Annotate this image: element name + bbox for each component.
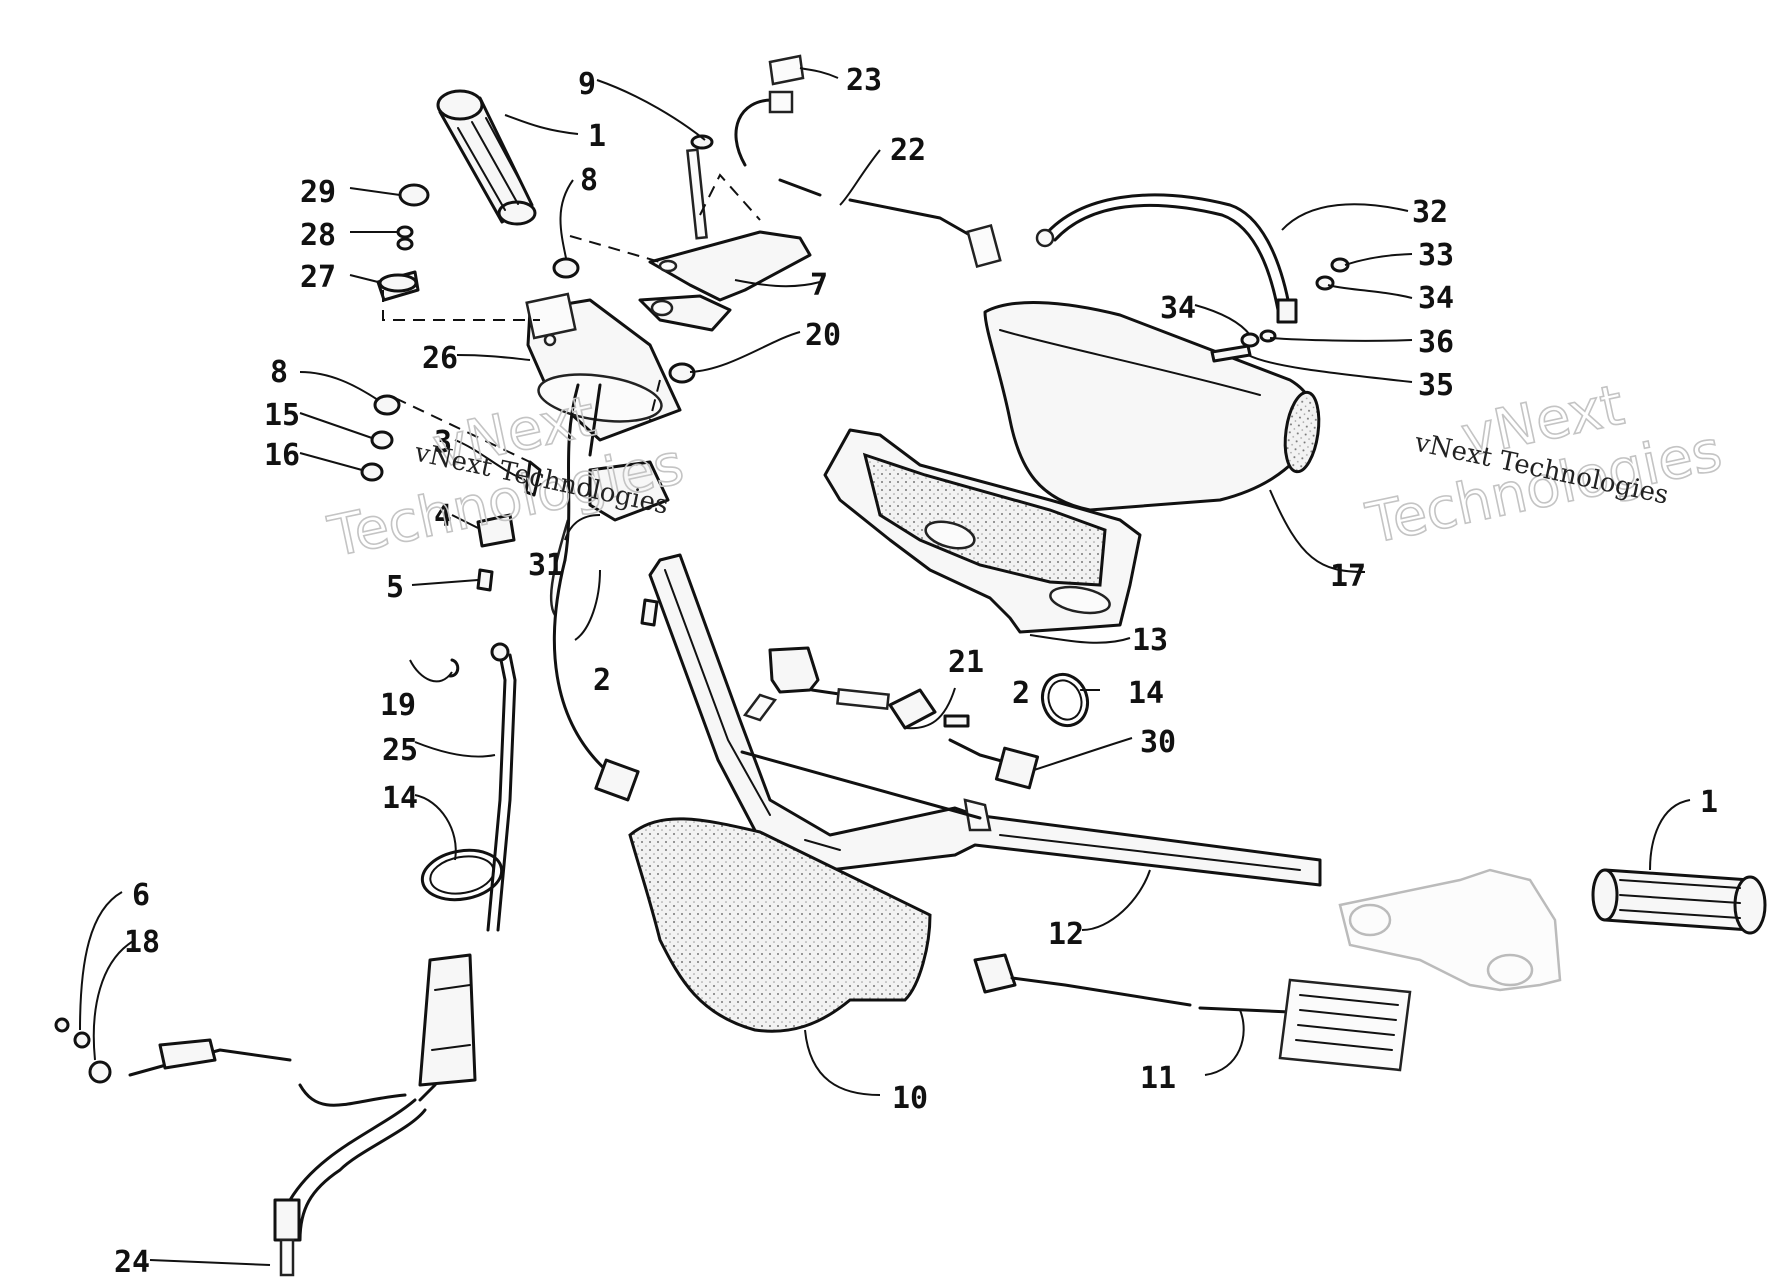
washer-upper bbox=[552, 257, 580, 279]
nut bbox=[360, 462, 384, 482]
callout-label: 31 bbox=[528, 548, 564, 583]
leader-lines bbox=[79, 67, 1691, 1266]
switch-wire bbox=[552, 383, 640, 802]
callout-label: 8 bbox=[580, 163, 598, 198]
callout-label: 29 bbox=[300, 175, 336, 210]
left-handlebar-grip bbox=[436, 89, 537, 226]
switch-screw bbox=[524, 460, 542, 497]
spacer bbox=[1259, 329, 1277, 343]
washer-right-upper bbox=[1315, 275, 1335, 291]
callout-label: 18 bbox=[124, 925, 160, 960]
switch-housing bbox=[525, 292, 682, 442]
callout-label: 28 bbox=[300, 218, 336, 253]
callout-label: 11 bbox=[1140, 1061, 1176, 1096]
callout-label: 7 bbox=[810, 268, 828, 303]
right-throttle-housing bbox=[1338, 868, 1562, 992]
mounting-screw bbox=[476, 568, 494, 592]
callout-label: 22 bbox=[890, 133, 926, 168]
callout-label: 36 bbox=[1418, 325, 1454, 360]
callout-label: 1 bbox=[1700, 785, 1718, 820]
callout-label: 34 bbox=[1160, 291, 1196, 326]
callout-label: 2 bbox=[593, 663, 611, 698]
callout-label: 12 bbox=[1048, 917, 1084, 952]
callout-label: 24 bbox=[114, 1245, 150, 1280]
washer-left bbox=[373, 394, 401, 416]
crossbar-brace bbox=[740, 750, 982, 820]
cap-washer-grommet-stack bbox=[376, 183, 430, 302]
callout-label: 30 bbox=[1140, 725, 1176, 760]
callout-label: 16 bbox=[264, 438, 300, 473]
callout-label: 33 bbox=[1418, 238, 1454, 273]
washer-right-lower bbox=[1240, 332, 1260, 348]
screw-vertical bbox=[640, 598, 659, 627]
callout-label: 15 bbox=[264, 398, 300, 433]
callout-label: 4 bbox=[434, 499, 452, 534]
callout-label: 27 bbox=[300, 260, 336, 295]
heater-switch bbox=[768, 646, 937, 730]
handlebar bbox=[648, 553, 1322, 887]
throttle-housing bbox=[638, 230, 812, 332]
callout-label: 26 bbox=[422, 341, 458, 376]
retaining-clip bbox=[668, 362, 696, 384]
lower-handlebar-cover bbox=[823, 428, 1142, 634]
callout-label: 5 bbox=[386, 570, 404, 605]
callout-label: 35 bbox=[1418, 368, 1454, 403]
lower-left-cover bbox=[628, 817, 932, 1033]
callout-label: 3 bbox=[434, 425, 452, 460]
callout-label: 25 bbox=[382, 733, 418, 768]
callout-label: 10 bbox=[892, 1081, 928, 1116]
callout-label: 9 bbox=[578, 67, 596, 102]
heater-cable bbox=[1035, 193, 1298, 324]
callout-label: 14 bbox=[1128, 676, 1164, 711]
clamp-plate bbox=[476, 513, 516, 548]
kill-switch bbox=[549, 460, 670, 616]
assembly-reference-lines bbox=[382, 173, 761, 463]
upper-handlebar-cover bbox=[983, 301, 1321, 512]
bolt bbox=[1210, 344, 1252, 363]
callout-label: 13 bbox=[1132, 623, 1168, 658]
callout-label: 21 bbox=[948, 645, 984, 680]
long-screw bbox=[686, 134, 714, 240]
callout-label: 19 bbox=[380, 688, 416, 723]
callout-label: 23 bbox=[846, 63, 882, 98]
right-handlebar-grip bbox=[1591, 868, 1767, 935]
callout-labels: 1 1 2 2 3 4 5 6 7 8 8 9 10 11 12 13 14 1… bbox=[114, 63, 1718, 1280]
callout-label: 1 bbox=[588, 119, 606, 154]
callout-label: 17 bbox=[1330, 559, 1366, 594]
connector-cap bbox=[768, 54, 805, 86]
throttle-cable-assembly bbox=[54, 642, 517, 1277]
harness-connector bbox=[948, 738, 1040, 790]
screw-small bbox=[943, 714, 970, 728]
upper-wire-harness bbox=[734, 90, 1002, 269]
callout-label: 8 bbox=[270, 355, 288, 390]
callout-label: 6 bbox=[132, 878, 150, 913]
heater-element bbox=[973, 953, 1412, 1072]
hose-clamp-right bbox=[1040, 672, 1090, 728]
callout-label: 20 bbox=[805, 318, 841, 353]
callout-label: 14 bbox=[382, 781, 418, 816]
callout-label: 32 bbox=[1412, 195, 1448, 230]
lock-washer bbox=[370, 430, 394, 450]
callout-label: 2 bbox=[1012, 676, 1030, 711]
callout-label: 34 bbox=[1418, 281, 1454, 316]
